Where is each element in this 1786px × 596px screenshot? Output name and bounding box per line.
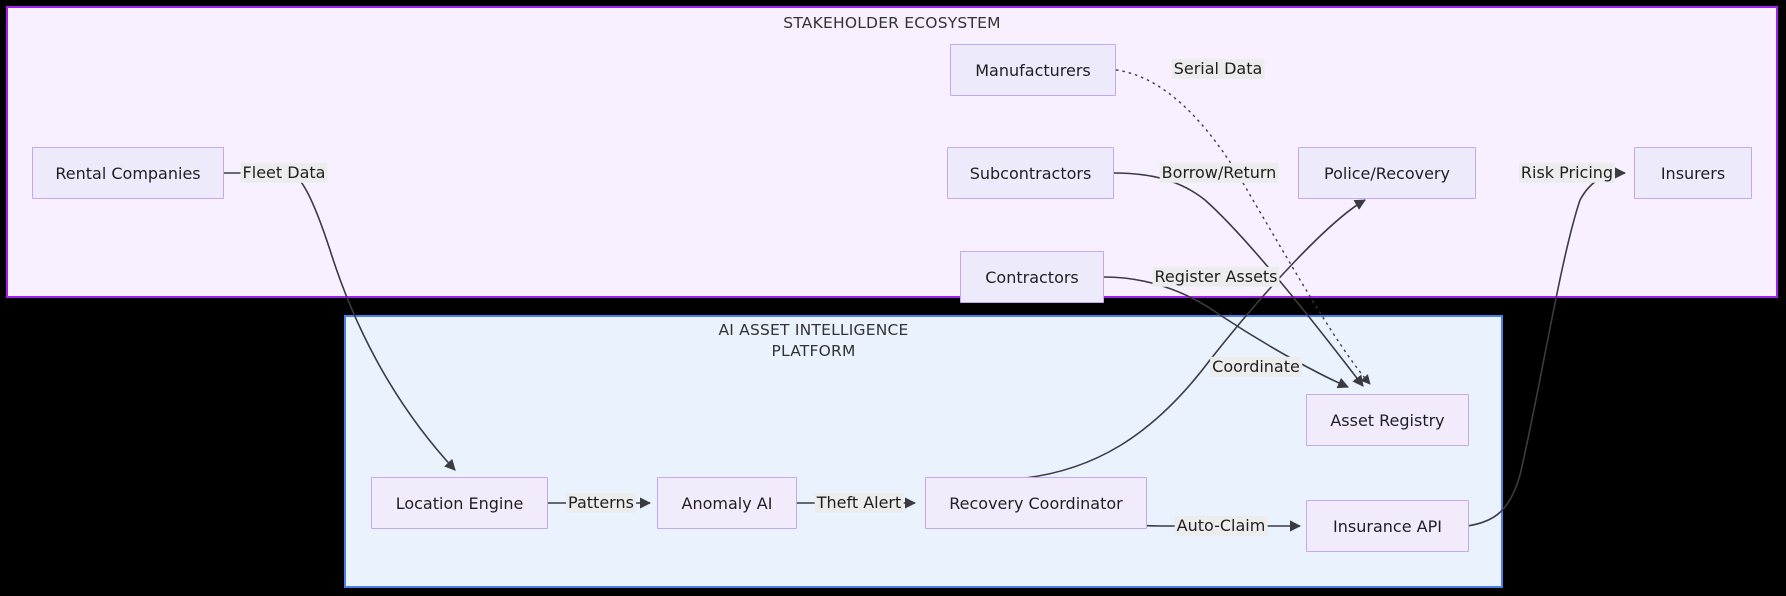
node-manufacturers-label: Manufacturers (975, 60, 1091, 80)
node-anomaly-ai-label: Anomaly AI (681, 493, 773, 513)
node-recovery-coordinator[interactable]: Recovery Coordinator (925, 477, 1147, 529)
edge-label-risk-pricing: Risk Pricing (1518, 162, 1616, 184)
node-subcontractors[interactable]: Subcontractors (947, 147, 1114, 199)
edge-label-auto-claim: Auto-Claim (1174, 515, 1268, 537)
node-manufacturers[interactable]: Manufacturers (950, 44, 1116, 96)
edge-label-theft-alert: Theft Alert (814, 492, 904, 514)
cluster-platform-title-line1: AI ASSET INTELLIGENCE (718, 321, 909, 339)
edge-label-register-assets: Register Assets (1152, 266, 1280, 288)
cluster-stakeholder-ecosystem: STAKEHOLDER ECOSYSTEM (6, 6, 1778, 298)
node-subcontractors-label: Subcontractors (969, 163, 1092, 183)
edge-label-fleet-data: Fleet Data (240, 162, 328, 184)
node-insurers-label: Insurers (1660, 163, 1726, 183)
node-insurance-api[interactable]: Insurance API (1306, 500, 1469, 552)
node-rental-companies-label: Rental Companies (55, 163, 201, 183)
node-recovery-coordinator-label: Recovery Coordinator (949, 493, 1123, 513)
edge-label-serial-data: Serial Data (1171, 58, 1265, 80)
node-asset-registry[interactable]: Asset Registry (1306, 394, 1469, 446)
edge-label-patterns: Patterns (566, 492, 636, 514)
cluster-platform-title-line2: PLATFORM (771, 342, 856, 361)
edge-label-borrow-return: Borrow/Return (1159, 162, 1279, 184)
cluster-platform-title: AI ASSET INTELLIGENCE PLATFORM (346, 320, 1281, 363)
node-anomaly-ai[interactable]: Anomaly AI (657, 477, 797, 529)
edge-label-coordinate: Coordinate (1210, 356, 1302, 378)
node-insurers[interactable]: Insurers (1634, 147, 1752, 199)
node-police-recovery[interactable]: Police/Recovery (1298, 147, 1476, 199)
cluster-stakeholder-title: STAKEHOLDER ECOSYSTEM (783, 14, 1001, 32)
node-rental-companies[interactable]: Rental Companies (32, 147, 224, 199)
node-location-engine[interactable]: Location Engine (371, 477, 548, 529)
node-contractors-label: Contractors (985, 267, 1079, 287)
node-police-recovery-label: Police/Recovery (1324, 163, 1450, 183)
node-insurance-api-label: Insurance API (1333, 516, 1442, 536)
node-location-engine-label: Location Engine (395, 493, 524, 513)
node-contractors[interactable]: Contractors (960, 251, 1104, 303)
node-asset-registry-label: Asset Registry (1330, 410, 1445, 430)
